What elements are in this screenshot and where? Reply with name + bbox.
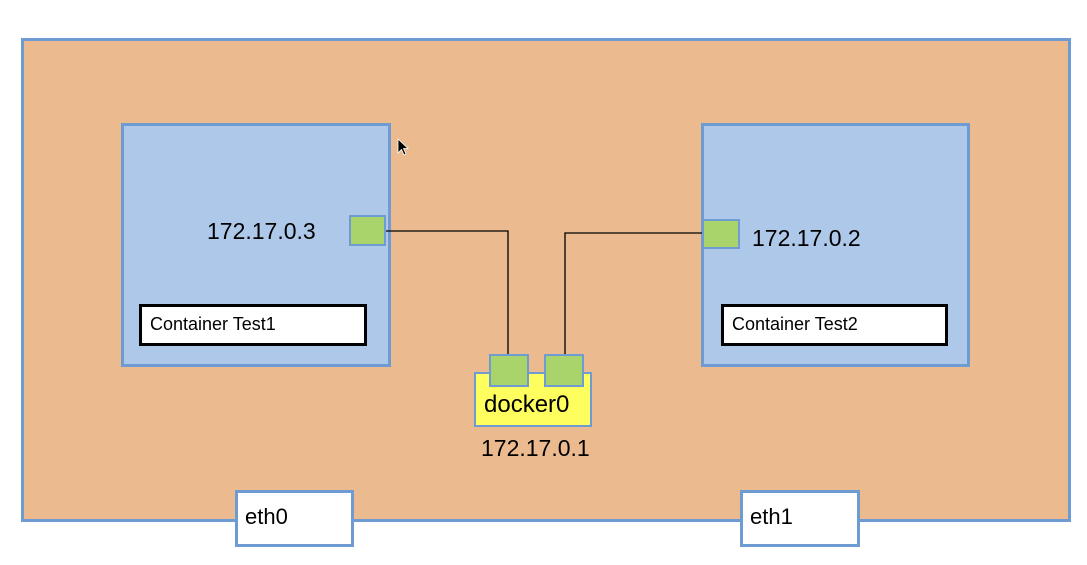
docker0-port-test1 bbox=[489, 354, 529, 387]
docker0-ip: 172.17.0.1 bbox=[481, 435, 590, 461]
container-test1-name: Container Test1 bbox=[139, 304, 367, 346]
container-test1-veth-port bbox=[349, 215, 386, 246]
host-interface-eth1[interactable]: eth1 bbox=[740, 490, 860, 547]
docker0-port-test2 bbox=[544, 354, 584, 387]
container-test2-ip: 172.17.0.2 bbox=[752, 225, 861, 251]
host-interface-eth0[interactable]: eth0 bbox=[235, 490, 354, 547]
docker0-bridge-label: docker0 bbox=[484, 391, 570, 418]
docker0-bridge[interactable]: docker0 bbox=[474, 372, 592, 427]
mouse-pointer-icon bbox=[397, 138, 409, 156]
container-test2-name: Container Test2 bbox=[721, 304, 948, 346]
container-test1-ip: 172.17.0.3 bbox=[207, 218, 316, 244]
container-test2-veth-port bbox=[702, 219, 740, 249]
